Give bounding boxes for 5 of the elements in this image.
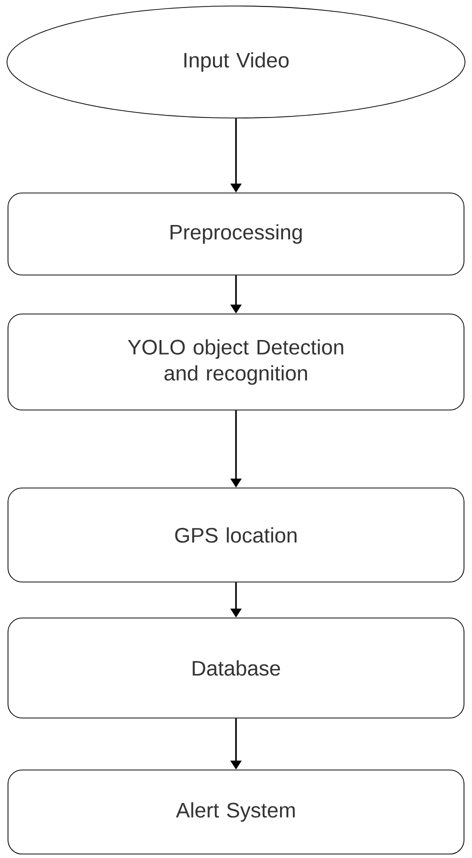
process-box: YOLO object Detection and recognition [8,314,464,410]
process-box: Preprocessing [8,192,464,276]
process-box: Database [8,618,464,718]
process-box: Alert System [8,770,464,854]
process-box: GPS location [8,488,464,582]
